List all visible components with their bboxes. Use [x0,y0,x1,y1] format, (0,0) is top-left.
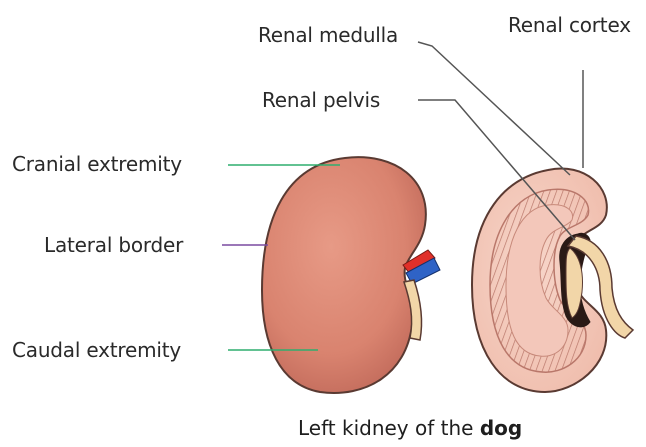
leader-renal-medulla [418,42,570,175]
label-renal-medulla: Renal medulla [258,23,398,47]
caption-prefix: Left kidney of the [298,416,480,440]
figure-caption: Left kidney of the dog [298,416,522,440]
label-renal-pelvis: Renal pelvis [262,88,380,112]
label-lateral-border: Lateral border [44,233,183,257]
label-cranial-extremity: Cranial extremity [12,152,182,176]
whole-kidney [262,157,426,393]
caption-emphasis: dog [480,416,522,440]
label-renal-cortex: Renal cortex [508,13,631,37]
sectioned-kidney [472,169,633,392]
label-caudal-extremity: Caudal extremity [12,338,181,362]
